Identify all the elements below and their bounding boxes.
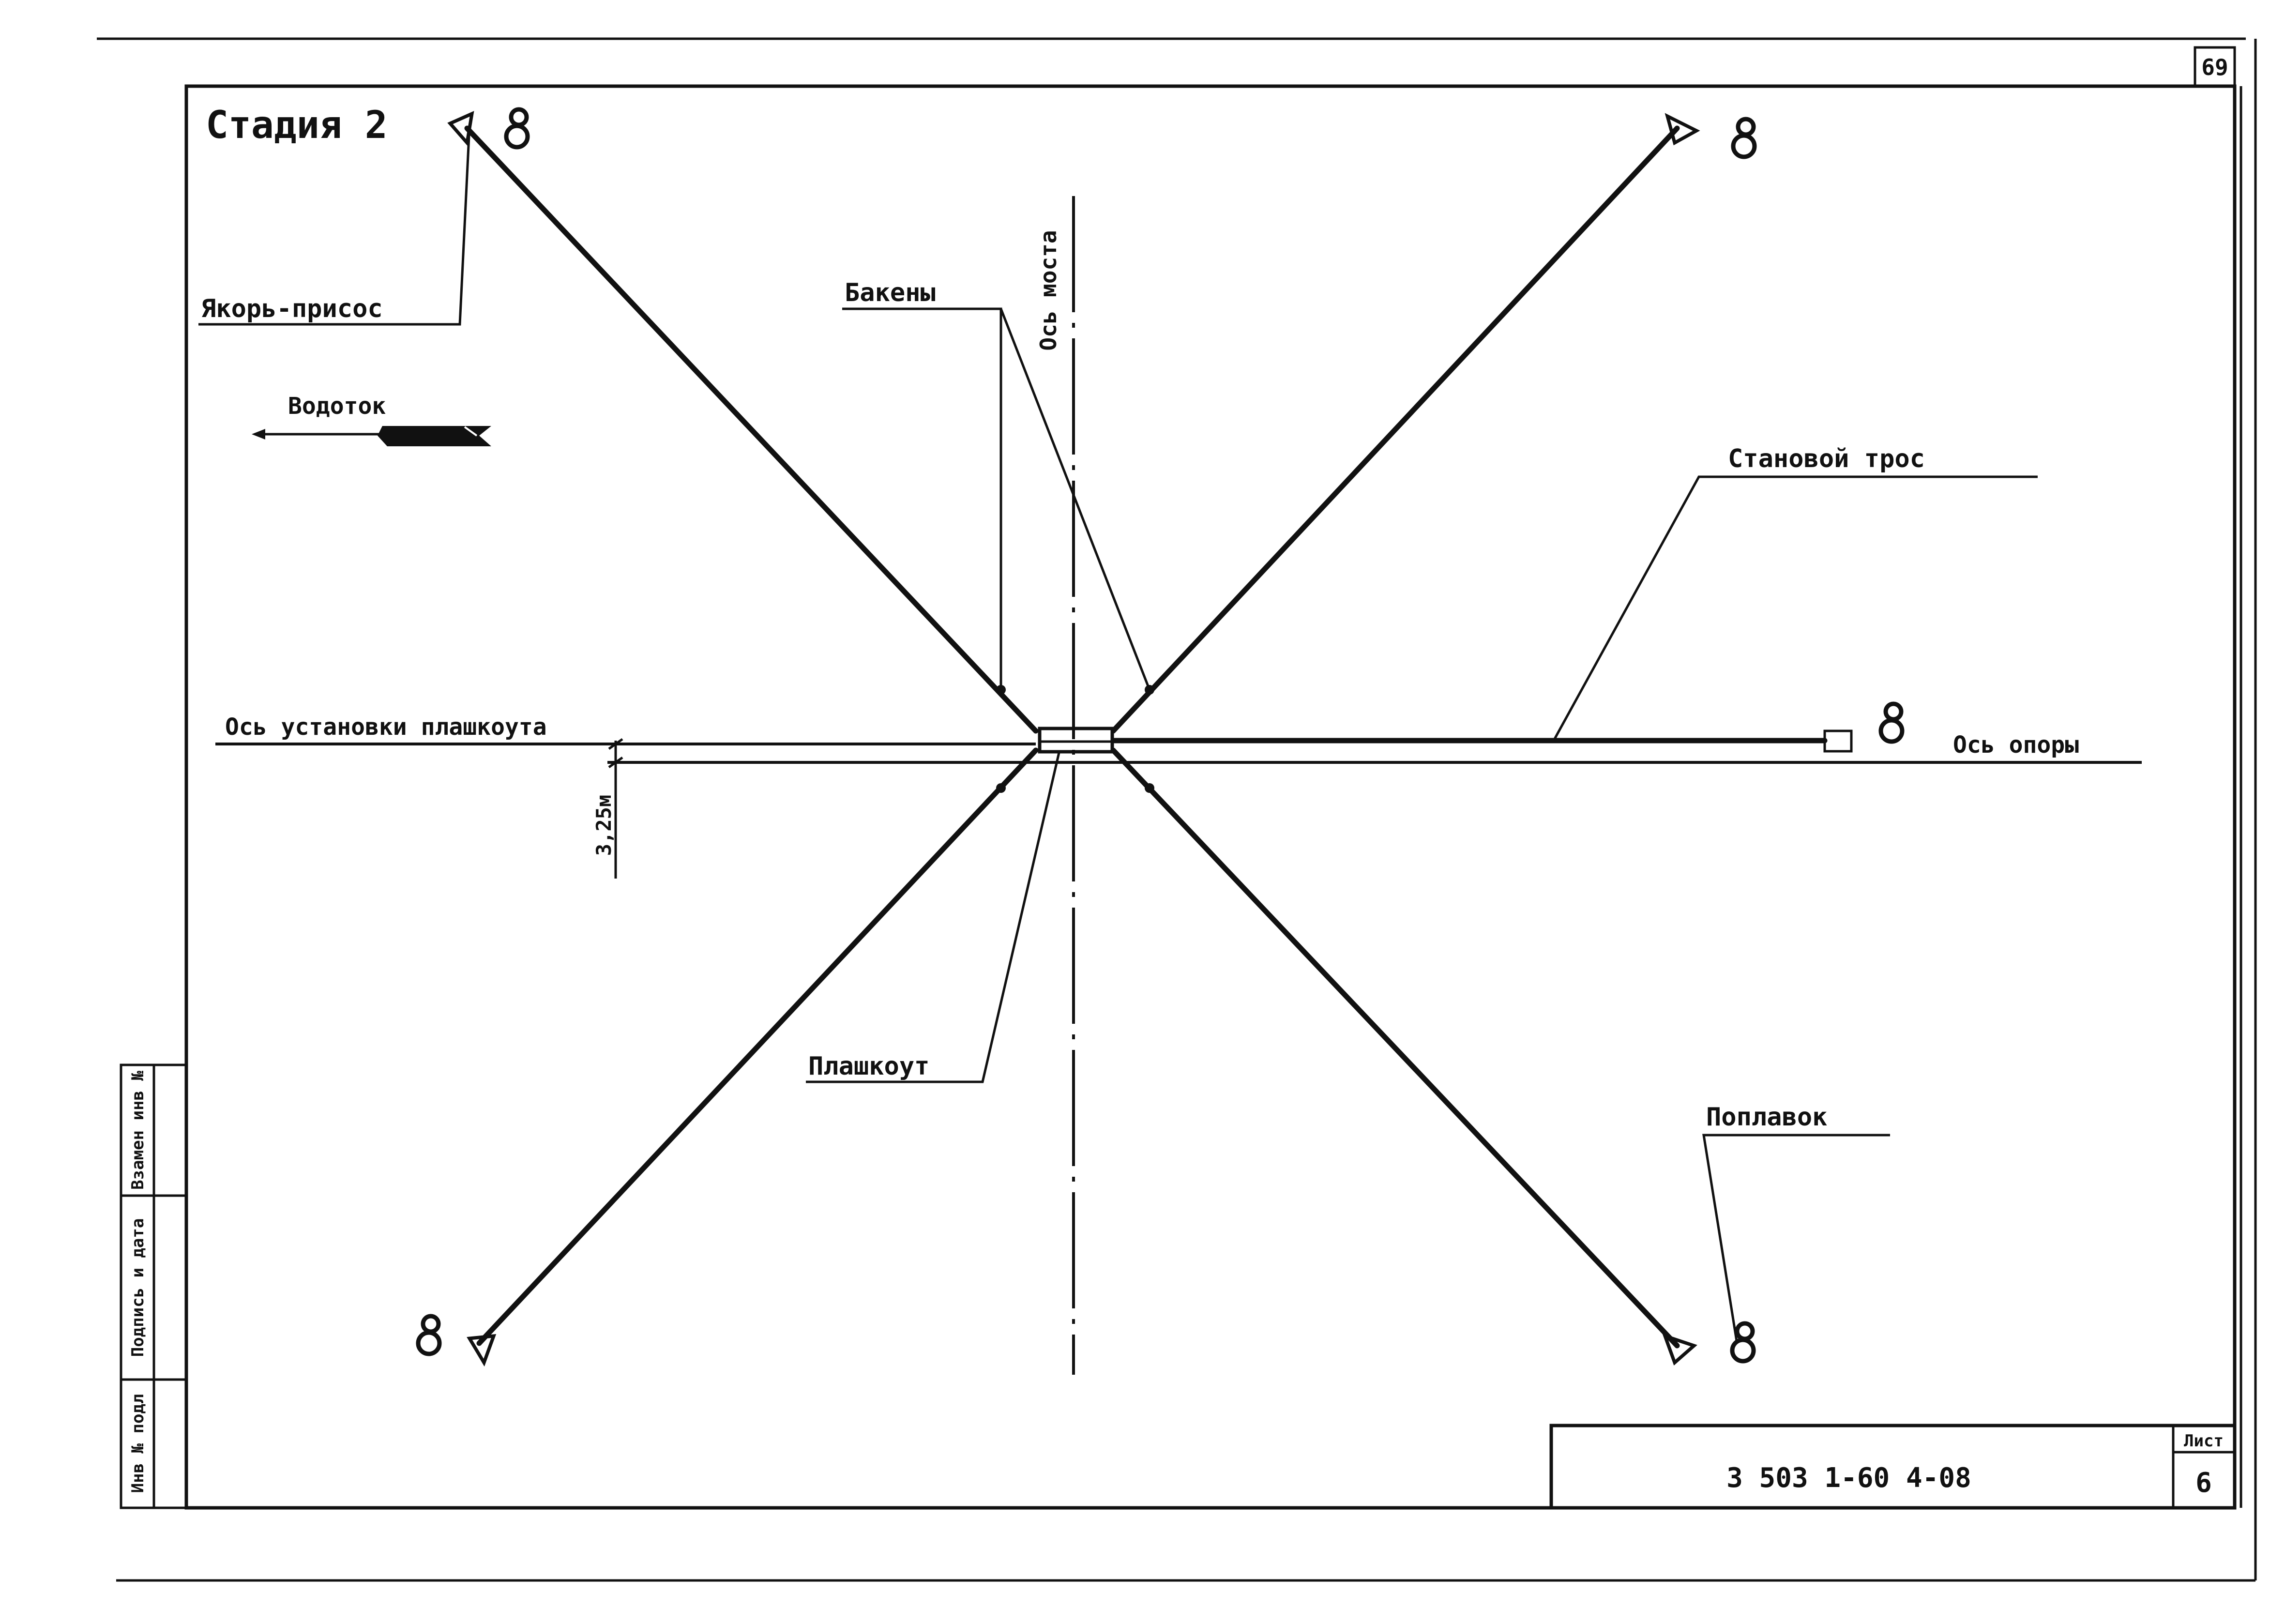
current-label: Водоток [288, 393, 386, 420]
drawing-frame [184, 84, 2237, 1510]
float-icon-main-cable [1878, 701, 1905, 744]
anchor-cable-bottom-left [476, 747, 1039, 1346]
side-stamp-inv-no: Инв № подл [128, 1394, 148, 1493]
side-stamp-signature-date: Подпись и дата [128, 1218, 148, 1357]
anchor-cable-bottom-right [1110, 747, 1680, 1349]
float-label: Поплавок [1706, 1103, 1827, 1132]
page-number: 69 [2201, 54, 2228, 80]
float-icon-top-right [1731, 117, 1757, 159]
current-arrow-feather-mark [464, 426, 478, 437]
buoy-point-lower-right [1145, 783, 1154, 793]
bridge-axis-label: Ось моста [1035, 230, 1061, 350]
float-icon-bottom-right [1730, 1321, 1756, 1364]
buoys-leader [842, 307, 1002, 690]
offset-label: 3,25м [592, 795, 616, 856]
float-leader [1702, 1134, 1890, 1341]
anchor-icon-top-right [1665, 113, 1700, 146]
anchor-icon-bottom-right [1662, 1333, 1697, 1366]
float-icon-bottom-left [416, 1314, 442, 1356]
buoys-leader-right [999, 308, 1151, 690]
document-code: 3 503 1-60 4-08 [1726, 1462, 1971, 1494]
float-icon-top-left [504, 107, 530, 150]
title-block [1549, 1424, 2237, 1510]
anchor-cable-top-left [464, 125, 1039, 734]
current-arrow-feather [378, 426, 491, 446]
main-cable-leader [1552, 475, 2038, 742]
offset-tick-top [608, 738, 623, 750]
offset-tick-bottom [608, 756, 623, 769]
anchor-leader [198, 125, 471, 326]
support-axis-label: Ось опоры [1953, 731, 2079, 759]
pontoon-leader [806, 752, 1060, 1083]
side-stamp-replaces-inv: Взамен инв № [128, 1071, 148, 1190]
anchor-cable-top-right [1110, 125, 1680, 734]
main-cable-float-box [1823, 729, 1853, 753]
pontoon-label: Плашкоут [808, 1052, 929, 1081]
main-cable-label: Становой трос [1728, 444, 1925, 473]
buoy-point-lower-left [996, 783, 1006, 793]
anchor-label: Якорь-присос [201, 294, 383, 323]
pontoon [1038, 727, 1114, 754]
page-number-box [2194, 46, 2236, 88]
sheet-number: 6 [2195, 1467, 2212, 1499]
current-arrow-head [252, 429, 265, 440]
stage-title: Стадия 2 [206, 104, 388, 147]
sheet-label: Лист [2184, 1431, 2224, 1451]
buoys-label: Бакены [845, 278, 936, 307]
anchor-icon-bottom-left [467, 1334, 497, 1367]
pontoon-axis-label: Ось установки плашкоута [225, 713, 547, 741]
